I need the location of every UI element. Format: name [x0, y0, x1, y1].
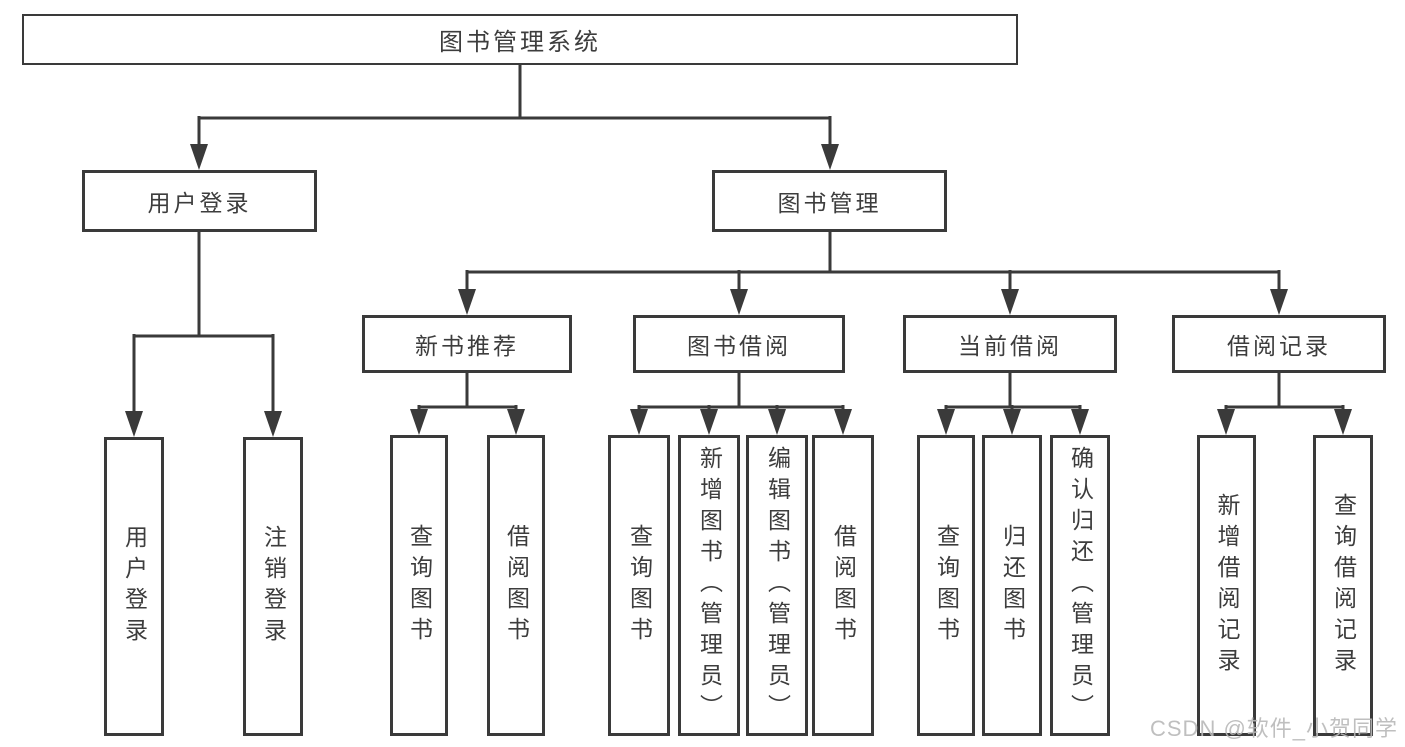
leaf-borrow-books-2: 借阅图书: [812, 435, 874, 736]
connector-root-to-level2: [197, 65, 832, 146]
leaf-logout: 注销登录: [243, 437, 303, 736]
arrowheads-user-login: [125, 411, 282, 437]
node-label: 图书管理: [777, 190, 882, 216]
node-book-management: 图书管理: [712, 170, 947, 232]
leaf-edit-book-admin: 编辑图书（管理员）: [746, 435, 808, 736]
connector-book-management-children: [465, 232, 1281, 291]
node-user-login: 用户登录: [82, 170, 317, 232]
node-label: 图书管理系统: [439, 29, 601, 56]
leaf-label: 用户登录: [121, 524, 148, 649]
leaf-add-borrow-record: 新增借阅记录: [1197, 435, 1256, 736]
arrowheads-new-books: [410, 409, 525, 435]
arrowheads-level3: [458, 289, 1288, 315]
leaf-return-book: 归还图书: [982, 435, 1042, 736]
leaf-label: 借阅图书: [503, 523, 530, 648]
leaf-label: 查询图书: [406, 523, 433, 648]
connector-book-borrowing-children: [637, 373, 845, 411]
leaf-label: 查询图书: [933, 523, 960, 648]
leaf-query-books-1: 查询图书: [390, 435, 448, 736]
node-current-borrowing: 当前借阅: [903, 315, 1117, 373]
leaf-borrow-books-1: 借阅图书: [487, 435, 545, 736]
node-label: 新书推荐: [415, 333, 519, 359]
leaf-add-book-admin: 新增图书（管理员）: [678, 435, 740, 736]
arrowheads-current-borrowing: [937, 409, 1089, 435]
leaf-label: 借阅图书: [830, 523, 857, 648]
leaf-query-books-2: 查询图书: [608, 435, 670, 736]
leaf-label: 确认归还（管理员）: [1067, 446, 1094, 725]
leaf-label: 归还图书: [999, 523, 1026, 648]
node-label: 借阅记录: [1227, 333, 1331, 359]
leaf-label: 编辑图书（管理员）: [764, 446, 791, 725]
node-library-management-system: 图书管理系统: [22, 14, 1018, 65]
connector-borrow-records-children: [1224, 373, 1345, 411]
leaf-label: 查询图书: [626, 523, 653, 648]
node-borrow-records: 借阅记录: [1172, 315, 1386, 373]
leaf-user-login: 用户登录: [104, 437, 164, 736]
node-new-book-recommendation: 新书推荐: [362, 315, 572, 373]
connector-current-borrowing-children: [944, 373, 1082, 411]
leaf-label: 查询借阅记录: [1330, 492, 1357, 679]
connector-new-books-children: [417, 373, 518, 411]
node-label: 图书借阅: [687, 333, 791, 359]
node-label: 当前借阅: [958, 333, 1062, 359]
leaf-query-books-3: 查询图书: [917, 435, 975, 736]
node-label: 用户登录: [147, 190, 252, 216]
leaf-label: 注销登录: [260, 524, 287, 649]
arrowheads-book-borrowing: [630, 409, 852, 435]
connector-user-login-children: [132, 232, 275, 413]
node-book-borrowing: 图书借阅: [633, 315, 845, 373]
arrowheads-borrow-records: [1217, 409, 1352, 435]
arrowheads-level2: [190, 144, 839, 170]
leaf-label: 新增图书（管理员）: [696, 446, 723, 725]
leaf-query-borrow-record: 查询借阅记录: [1313, 435, 1373, 736]
leaf-confirm-return-admin: 确认归还（管理员）: [1050, 435, 1110, 736]
leaf-label: 新增借阅记录: [1214, 492, 1240, 679]
csdn-watermark: CSDN @软件_小贺同学: [1150, 716, 1399, 741]
